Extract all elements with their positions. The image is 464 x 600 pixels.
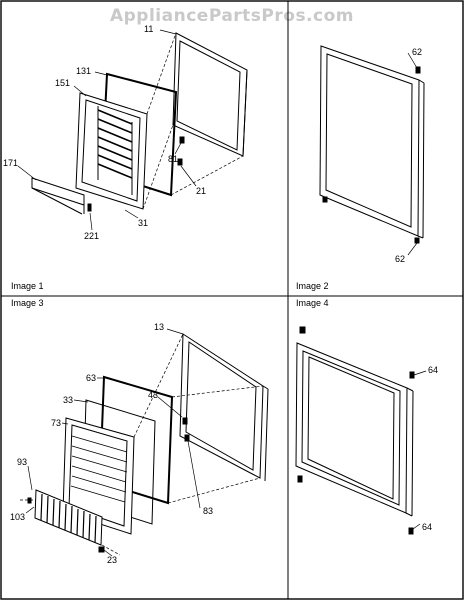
image-1-drawing bbox=[17, 29, 248, 231]
callout-221: 221 bbox=[84, 231, 99, 241]
image-3-label: Image 3 bbox=[11, 298, 44, 308]
callout-103: 103 bbox=[10, 512, 25, 522]
callout-73: 73 bbox=[51, 418, 61, 428]
callout-151: 151 bbox=[55, 78, 70, 88]
watermark: AppliancePartsPros.com bbox=[109, 6, 354, 26]
callout-93: 93 bbox=[17, 457, 27, 467]
callout-43: 43 bbox=[148, 390, 158, 400]
image-4-label: Image 4 bbox=[296, 298, 329, 308]
callout-21: 21 bbox=[196, 186, 206, 196]
callout-23: 23 bbox=[107, 555, 117, 565]
callout-83: 83 bbox=[203, 506, 213, 516]
callout-13: 13 bbox=[154, 322, 164, 332]
image-4-drawing bbox=[295, 326, 427, 535]
callout-64-bottom: 64 bbox=[422, 522, 432, 532]
callout-81: 81 bbox=[168, 154, 178, 164]
callout-131: 131 bbox=[76, 66, 91, 76]
image-2-label: Image 2 bbox=[296, 281, 329, 291]
callout-64-top: 64 bbox=[428, 365, 438, 375]
image-2-drawing bbox=[319, 45, 425, 256]
image-3-callouts: 13 63 43 33 73 93 103 83 23 bbox=[10, 322, 213, 565]
callout-63: 63 bbox=[86, 373, 96, 383]
callout-62-top: 62 bbox=[412, 47, 422, 57]
callout-33: 33 bbox=[63, 395, 73, 405]
callout-31: 31 bbox=[138, 218, 148, 228]
callout-171: 171 bbox=[3, 158, 18, 168]
image-1-label: Image 1 bbox=[11, 281, 44, 291]
image-2-callouts: 62 62 bbox=[395, 47, 422, 264]
callout-11: 11 bbox=[144, 24, 153, 34]
image-1-callouts: 11 131 151 171 81 21 31 221 bbox=[3, 24, 206, 241]
image-4-callouts: 64 64 bbox=[422, 365, 438, 532]
image-3-drawing bbox=[20, 328, 269, 557]
callout-62-bottom: 62 bbox=[395, 254, 405, 264]
